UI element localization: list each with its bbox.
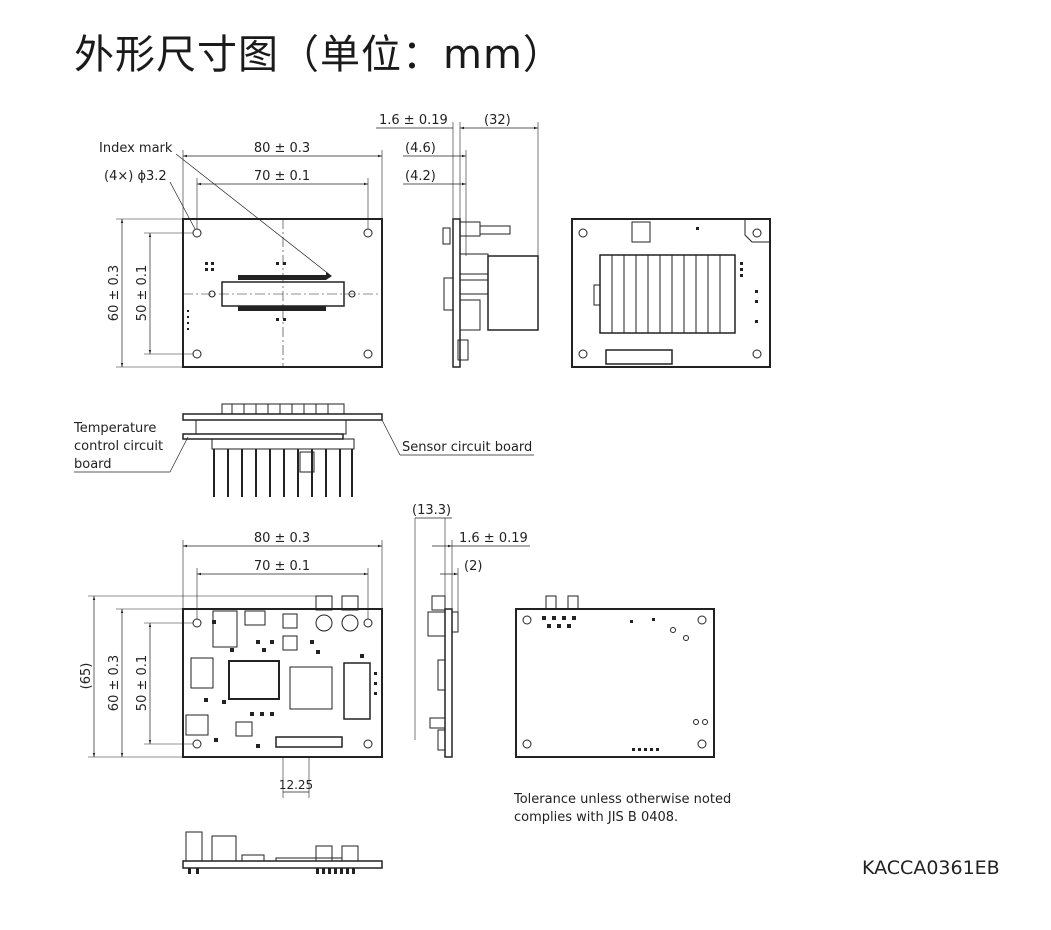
- tolerance-note-line-1: Tolerance unless otherwise noted: [514, 792, 732, 807]
- bottom-side-view: [414, 517, 530, 758]
- top-thickness: 1.6 ± 0.19: [379, 113, 448, 128]
- bottom-back-view: [515, 595, 715, 758]
- top-depth: (32): [484, 113, 511, 128]
- bottom-thickness: 1.6 ± 0.19: [459, 531, 528, 546]
- bottom-height-outer: 60 ± 0.3: [107, 655, 122, 711]
- bottom-front-view: [88, 540, 383, 798]
- top-back-view: [571, 218, 771, 368]
- bottom-width-inner: 70 ± 0.1: [254, 559, 310, 574]
- hole-label: (4×) ϕ3.2: [104, 169, 167, 184]
- page-title: 外形尺寸图（单位：mm）: [74, 32, 564, 78]
- top-width-inner: 70 ± 0.1: [254, 169, 310, 184]
- temp-board-label-1: Temperature: [73, 421, 156, 436]
- drawing-code: KACCA0361EB: [862, 857, 1000, 879]
- top-width-outer: 80 ± 0.3: [254, 141, 310, 156]
- sensor-board-label: Sensor circuit board: [402, 440, 532, 455]
- top-side-view: [376, 122, 539, 368]
- bottom-height-inner: 50 ± 0.1: [135, 655, 150, 711]
- top-height-outer: 60 ± 0.3: [107, 265, 122, 321]
- tolerance-note-line-2: complies with JIS B 0408.: [514, 810, 679, 825]
- top-bottom-view: [74, 403, 534, 497]
- top-dim-42: (4.2): [405, 169, 436, 184]
- bottom-edge-view: [182, 831, 383, 874]
- top-front-view: [116, 150, 383, 368]
- temp-board-label-2: control circuit: [74, 439, 163, 454]
- temp-board-label-3: board: [74, 457, 112, 472]
- bottom-height-total: (65): [79, 663, 94, 690]
- connector-offset: 12.25: [279, 778, 313, 792]
- bottom-width-outer: 80 ± 0.3: [254, 531, 310, 546]
- tolerance-note: Tolerance unless otherwise noted complie…: [514, 791, 731, 827]
- bottom-dim-2: (2): [464, 559, 482, 574]
- top-dim-46: (4.6): [405, 141, 436, 156]
- bottom-dim-133: (13.3): [412, 503, 451, 518]
- index-mark-label: Index mark: [99, 141, 173, 156]
- top-height-inner: 50 ± 0.1: [135, 265, 150, 321]
